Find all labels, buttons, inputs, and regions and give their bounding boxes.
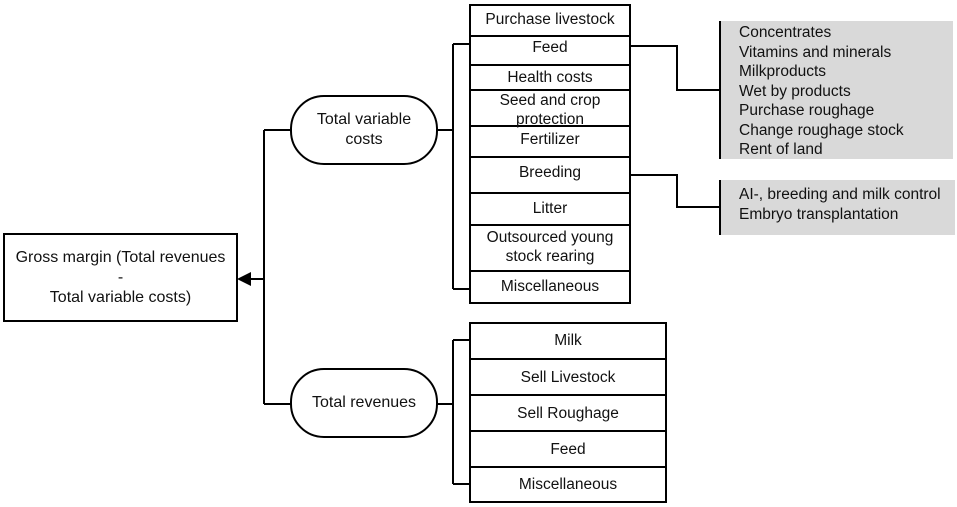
gross-margin-box: Gross margin (Total revenues - Total var… (3, 233, 238, 322)
feed-detail-item: Vitamins and minerals (739, 43, 892, 61)
cost-item-young-stock-rearing: Outsourced young stock rearing (486, 229, 614, 265)
breeding-detail-connector (630, 174, 720, 208)
revenue-item-miscellaneous: Miscellaneous (518, 476, 618, 493)
cost-item-health-costs: Health costs (507, 69, 593, 86)
cost-item-litter: Litter (532, 200, 568, 217)
feed-detail-item: Wet by products (739, 82, 851, 100)
cost-item-miscellaneous: Miscellaneous (500, 278, 600, 295)
total-revenues-node: Total revenues (290, 368, 438, 438)
feed-detail-item: Rent of land (739, 141, 823, 158)
revenue-item-feed: Feed (550, 440, 586, 458)
breeding-detail-item: AI-, breeding and milk control (739, 186, 941, 203)
revenue-item-milk: Milk (554, 331, 582, 349)
feed-detail-item: Concentrates (739, 24, 832, 41)
variable-costs-list: Purchase livestock Feed Health costs See… (469, 4, 631, 304)
breeding-detail-item: Embryo transplantation (739, 205, 899, 223)
feed-detail-panel: Concentrates Vitamins and minerals Milkp… (719, 21, 953, 159)
cost-item-purchase-livestock: Purchase livestock (485, 11, 615, 28)
revenues-bracket (437, 339, 470, 485)
revenues-list: Milk Sell Livestock Sell Roughage Feed M… (469, 322, 667, 503)
cost-item-fertilizer: Fertilizer (520, 131, 580, 148)
revenue-item-sell-roughage: Sell Roughage (517, 404, 619, 422)
feed-detail-item: Purchase roughage (739, 102, 875, 119)
revenue-item-sell-livestock: Sell Livestock (520, 368, 616, 386)
feed-detail-item: Milkproducts (739, 63, 826, 80)
cost-item-breeding: Breeding (518, 164, 582, 181)
feed-detail-item: Change roughage stock (739, 121, 904, 139)
cost-item-feed: Feed (532, 39, 568, 56)
cost-item-seed-crop-protection: Seed and crop protection (499, 92, 601, 128)
total-variable-costs-node: Total variable costs (290, 95, 438, 165)
variable-bracket (437, 43, 470, 290)
feed-detail-connector (630, 45, 720, 91)
breeding-detail-panel: AI-, breeding and milk control Embryo tr… (719, 180, 955, 235)
arrow-head (237, 272, 251, 286)
